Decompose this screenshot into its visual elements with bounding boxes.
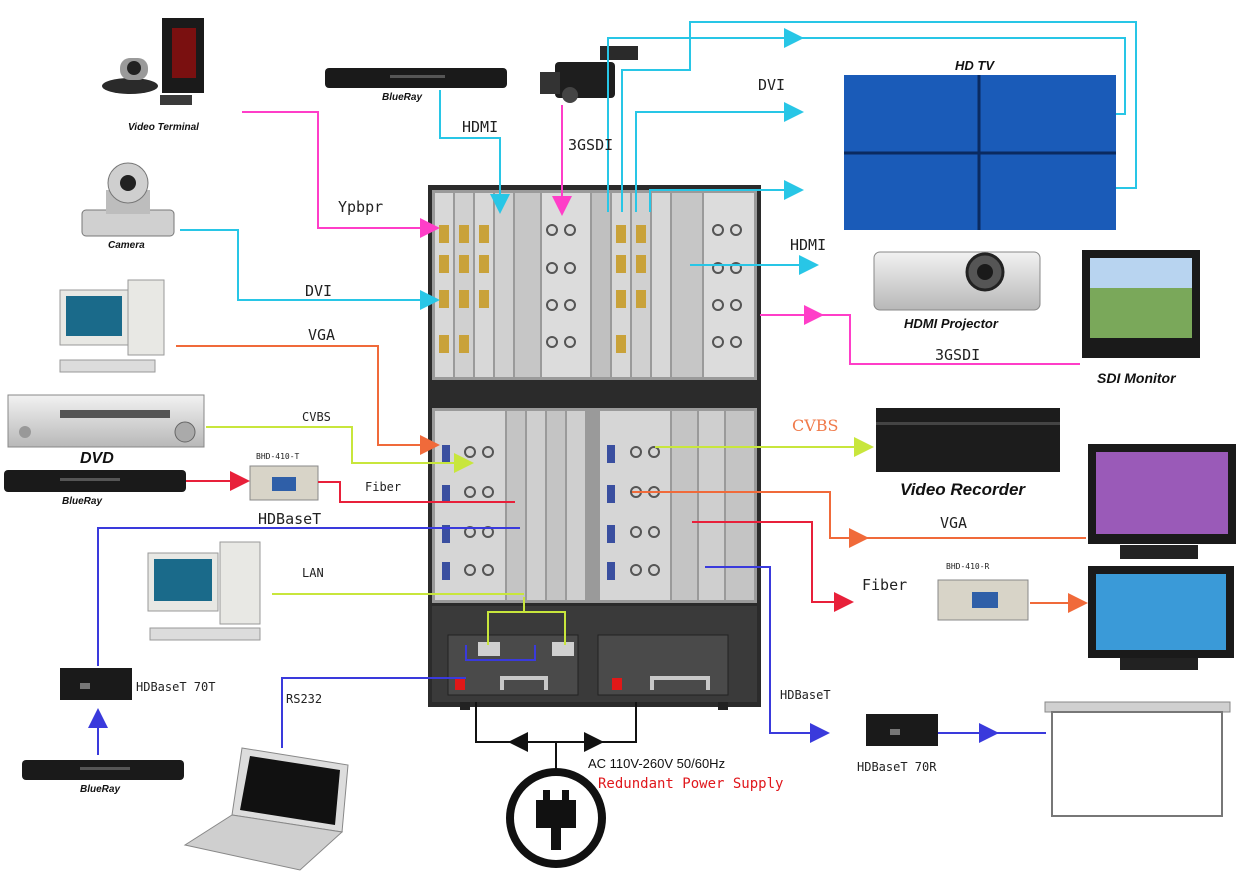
- projection-screen-device: [1044, 701, 1231, 817]
- redundant-power-label: Redundant Power Supply: [598, 776, 784, 792]
- ptz-camera-device: [81, 162, 175, 237]
- blueray-top-label: BlueRay: [382, 92, 423, 103]
- lan-internal-link: [487, 597, 566, 645]
- dvi-in-line: [180, 229, 440, 310]
- 3gsdi-out-label: 3GSDI: [935, 346, 981, 364]
- dvi-out-label: DVI: [758, 76, 786, 94]
- hdbaset-in-label: HDBaseT: [258, 510, 322, 528]
- sdi-monitor-device: [1082, 250, 1200, 358]
- hd-tv-label: HD TV: [955, 58, 994, 73]
- fiber-tx-label: BHD-410-T: [256, 452, 300, 461]
- cvbs-in-line: [206, 426, 474, 473]
- fiber-in-label: Fiber: [365, 480, 402, 494]
- laptop-device: [183, 747, 349, 871]
- bnc-connectors: [546, 224, 742, 348]
- rs232-label: RS232: [286, 692, 323, 706]
- video-recorder-device: [876, 408, 1060, 472]
- ypbpr-line: [242, 111, 440, 238]
- rs232-line: [281, 677, 466, 748]
- vga-in-line: [176, 345, 440, 455]
- vga-out-line: [632, 491, 1086, 539]
- hdmi-projector-label: HDMI Projector: [904, 316, 998, 331]
- fiber-out-line: [692, 521, 854, 612]
- vga-in-label: VGA: [308, 326, 336, 344]
- blueray-left-label: BlueRay: [62, 496, 103, 507]
- hdbaset-out-label: HDBaseT: [780, 688, 831, 702]
- fiber-in-line: [318, 481, 515, 503]
- hdbaset-in-line: [97, 527, 520, 666]
- blueray-player-left-device: [4, 470, 186, 492]
- hdbaset-70r-label: HDBaseT 70R: [857, 760, 937, 774]
- lan-label: LAN: [302, 566, 324, 580]
- fiber-out-label: Fiber: [862, 576, 908, 594]
- hdbaset-70t-box: [60, 668, 132, 700]
- vga-monitor-device: [1088, 444, 1236, 559]
- power-supply-modules: [447, 634, 729, 696]
- video-recorder-label: Video Recorder: [900, 480, 1026, 499]
- video-terminal-device: [102, 18, 204, 105]
- sdi-monitor-label: SDI Monitor: [1097, 370, 1176, 386]
- blueray-bottom-label: BlueRay: [80, 784, 121, 795]
- camcorder-device: [540, 46, 638, 103]
- pc-computer-device: [59, 279, 165, 373]
- fiber-receiver-box: [937, 579, 1029, 621]
- dvi-in-label: DVI: [305, 282, 333, 300]
- fiber-monitor-device: [1088, 566, 1234, 670]
- cvbs-out-label: CVBS: [792, 416, 839, 435]
- dvi-out-4-line: [649, 180, 804, 212]
- 3gsdi-in-label: 3GSDI: [568, 136, 614, 154]
- hdmi-in-label: HDMI: [462, 118, 499, 136]
- vga-out-label: VGA: [940, 514, 968, 532]
- dvi-out-2-line: [621, 21, 1137, 212]
- hdmi-in-line: [439, 90, 510, 214]
- power-bus-line: [475, 702, 637, 743]
- hdbaset-70t-label: HDBaseT 70T: [136, 680, 216, 694]
- ypbpr-label: Ypbpr: [338, 198, 384, 216]
- hd-tv-video-wall: [844, 75, 1116, 230]
- dvd-label: DVD: [80, 450, 114, 467]
- power-plug-icon: [506, 768, 606, 868]
- top-frame-ports: [439, 225, 646, 353]
- fiber-transmitter-box: [249, 465, 319, 501]
- hdmi-out-label: HDMI: [790, 236, 827, 254]
- dvd-player-device: [7, 394, 205, 448]
- power-spec-label: AC 110V-260V 50/60Hz: [588, 756, 726, 771]
- hdbaset-70r-box: [866, 714, 938, 746]
- cvbs-in-label: CVBS: [302, 410, 331, 424]
- blueray-player-top-device: [325, 68, 507, 88]
- hdmi-projector-device: [873, 251, 1041, 311]
- camera-label: Camera: [108, 240, 145, 251]
- rs232-internal-link: [465, 645, 536, 661]
- matrix-switcher-chassis: [428, 185, 761, 710]
- fiber-rx-label: BHD-410-R: [946, 562, 990, 571]
- top-frame-cards: [435, 193, 754, 377]
- video-terminal-label: Video Terminal: [128, 122, 199, 133]
- blueray-player-bottom-device: [22, 760, 184, 780]
- hdbaset-out-line: [705, 566, 830, 743]
- dvi-out-1-line: [607, 28, 804, 212]
- middle-frame-ports: [442, 445, 615, 580]
- dvi-out-3-line: [635, 102, 804, 212]
- pc-computer-2-device: [147, 541, 261, 641]
